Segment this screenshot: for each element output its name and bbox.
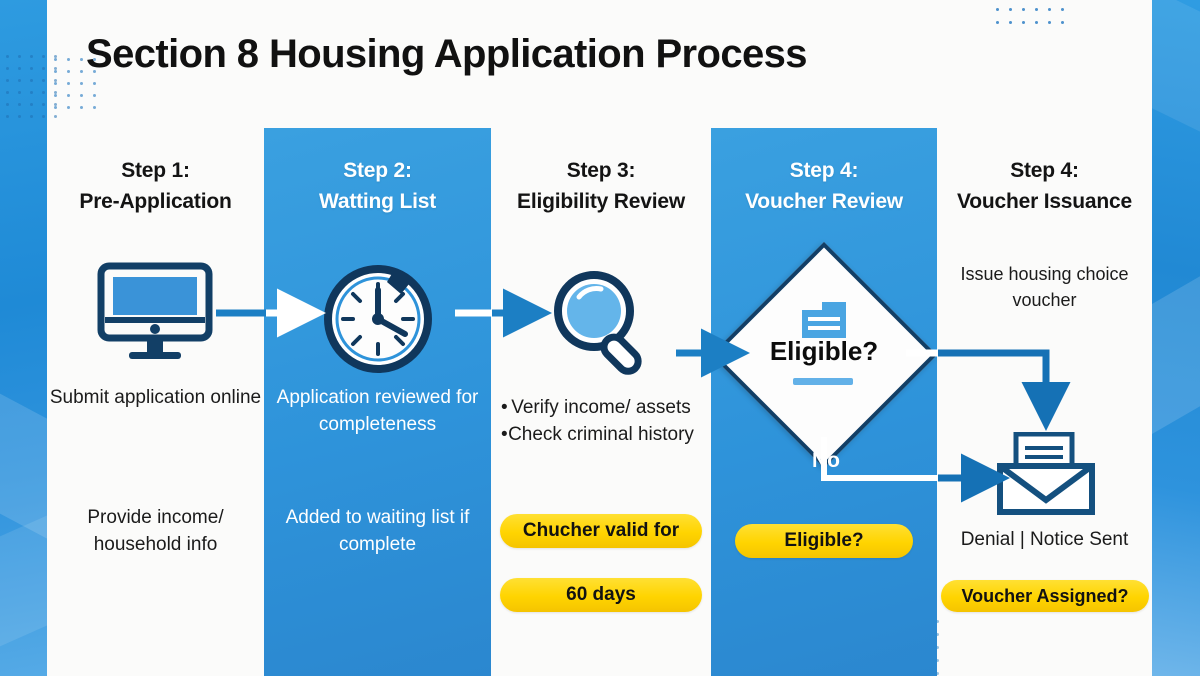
badge-eligible[interactable]: Eligible? xyxy=(735,524,913,558)
step-3-heading: Step 3: Eligibility Review xyxy=(491,155,711,217)
step-3-name: Eligibility Review xyxy=(517,190,685,214)
step-1-body-1: Submit application online xyxy=(49,387,262,408)
step-4-issuance-heading: Step 4: Voucher Issuance xyxy=(937,155,1152,217)
step-4-issuance-body-1: Issue housing choice voucher xyxy=(960,264,1129,310)
badge-voucher-assigned[interactable]: Voucher Assigned? xyxy=(941,580,1149,612)
right-facet-upper xyxy=(1152,0,1200,142)
step-2-body-2: Added to waiting list if complete xyxy=(285,507,470,555)
magnifying-glass-icon xyxy=(548,267,666,382)
step-1-body-2: Provide income/ household info xyxy=(87,507,224,555)
step-3-bullet-1: • Verify income/ assets xyxy=(491,395,711,422)
step-4-issuance-body-2: Denial | Notice Sent xyxy=(960,529,1129,550)
step-4-issuance-label: Step 4: xyxy=(1010,159,1079,182)
step-1-label: Step 1: xyxy=(121,159,190,182)
step-2-body-1: Application reviewed for completeness xyxy=(276,387,479,435)
step-3-label: Step 3: xyxy=(566,159,636,182)
step-1-name: Pre-Application xyxy=(79,190,232,214)
step-4-review-label: Step 4: xyxy=(789,159,859,182)
column-step-4-issuance xyxy=(937,0,1152,676)
page-title: Section 8 Housing Application Process xyxy=(86,32,808,76)
bullet-dot-icon: • xyxy=(501,423,508,445)
step-4-review-name: Voucher Review xyxy=(745,190,903,214)
step-3-bullet-2-text: Check criminal history xyxy=(508,423,694,445)
stopwatch-icon xyxy=(319,256,437,379)
column-step-2 xyxy=(264,128,491,676)
step-2-label: Step 2: xyxy=(343,159,412,182)
left-decorative-band xyxy=(0,0,47,676)
branch-no-label: No xyxy=(812,449,840,472)
step-2-heading: Step 2: Watting List xyxy=(264,155,491,217)
diamond-accent-underline xyxy=(793,378,853,385)
badge-voucher-validity-days[interactable]: 60 days xyxy=(500,578,702,612)
step-3-bullet-1-text: Verify income/ assets xyxy=(511,397,691,418)
left-facet-lower xyxy=(0,507,47,655)
document-icon xyxy=(798,300,850,347)
step-3-bullet-list: • Verify income/ assets • Check criminal… xyxy=(491,395,711,448)
step-4-issuance-name: Voucher Issuance xyxy=(957,190,1132,214)
decision-label: Eligible? xyxy=(769,336,879,366)
envelope-letter-icon xyxy=(994,431,1098,521)
step-1-heading: Step 1: Pre-Application xyxy=(47,155,264,217)
step-3-bullet-2: • Check criminal history xyxy=(491,422,711,449)
bullet-dot-icon: • xyxy=(501,397,508,418)
badge-voucher-validity[interactable]: Chucher valid for xyxy=(500,514,702,548)
right-facet-lower xyxy=(1152,265,1200,445)
right-decorative-band xyxy=(1152,0,1200,676)
step-4-review-heading: Step 4: Voucher Review xyxy=(711,155,937,217)
desktop-monitor-icon xyxy=(95,262,215,367)
step-2-name: Watting List xyxy=(319,190,436,214)
